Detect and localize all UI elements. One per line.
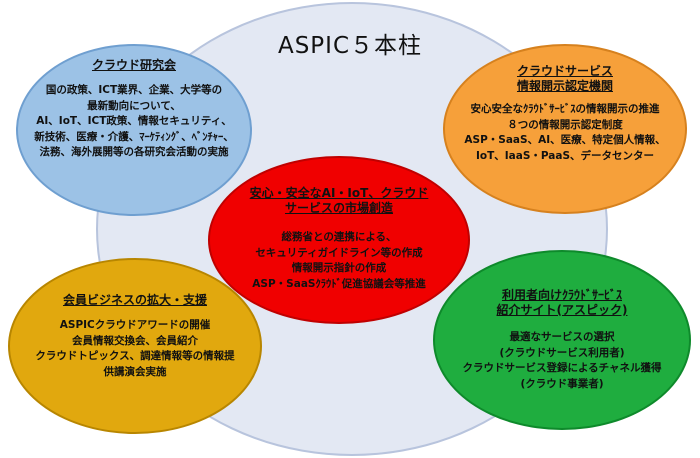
node-member-business: 会員ビジネスの拡大・支援 ASPICクラウドアワードの開催 会員情報交換会、会員… xyxy=(8,258,262,434)
node-service-intro-site: 利用者向けｸﾗｳﾄﾞｻｰﾋﾞｽ 紹介サイト(アスピック) 最適なサービスの選択 … xyxy=(433,250,691,430)
node-title: クラウド研究会 xyxy=(91,58,176,72)
node-body: 国の政策、ICT業界、企業、大学等の 最新動向について、 AI、IoT、ICT政… xyxy=(34,84,234,158)
node-disclosure-certification: クラウドサービス 情報開示認定機関 安心安全なｸﾗｳﾄﾞｻｰﾋﾞｽの情報開示の推… xyxy=(443,44,687,214)
node-title: 利用者向けｸﾗｳﾄﾞｻｰﾋﾞｽ 紹介サイト(アスピック) xyxy=(496,288,628,317)
node-market-creation: 安心・安全なAI・IoT、クラウド サービスの市場創造 総務省との連携による、 … xyxy=(208,156,470,324)
node-body: 安心安全なｸﾗｳﾄﾞｻｰﾋﾞｽの情報開示の推進 ８つの情報開示認定制度 ASP・… xyxy=(464,103,666,162)
diagram-title: ASPIC５本柱 xyxy=(277,33,423,59)
node-title: クラウドサービス 情報開示認定機関 xyxy=(516,64,613,93)
node-body: 最適なサービスの選択 (クラウドサービス利用者) クラウドサービス登録によるチャ… xyxy=(462,331,662,390)
node-title: 会員ビジネスの拡大・支援 xyxy=(62,293,207,307)
node-cloud-research: クラウド研究会 国の政策、ICT業界、企業、大学等の 最新動向について、 AI、… xyxy=(16,44,252,216)
node-title: 安心・安全なAI・IoT、クラウド サービスの市場創造 xyxy=(249,186,429,215)
node-body: ASPICクラウドアワードの開催 会員情報交換会、会員紹介 クラウドトピックス、… xyxy=(35,319,235,378)
node-body: 総務省との連携による、 セキュリティガイドライン等の作成 情報開示指針の作成 A… xyxy=(252,231,426,290)
